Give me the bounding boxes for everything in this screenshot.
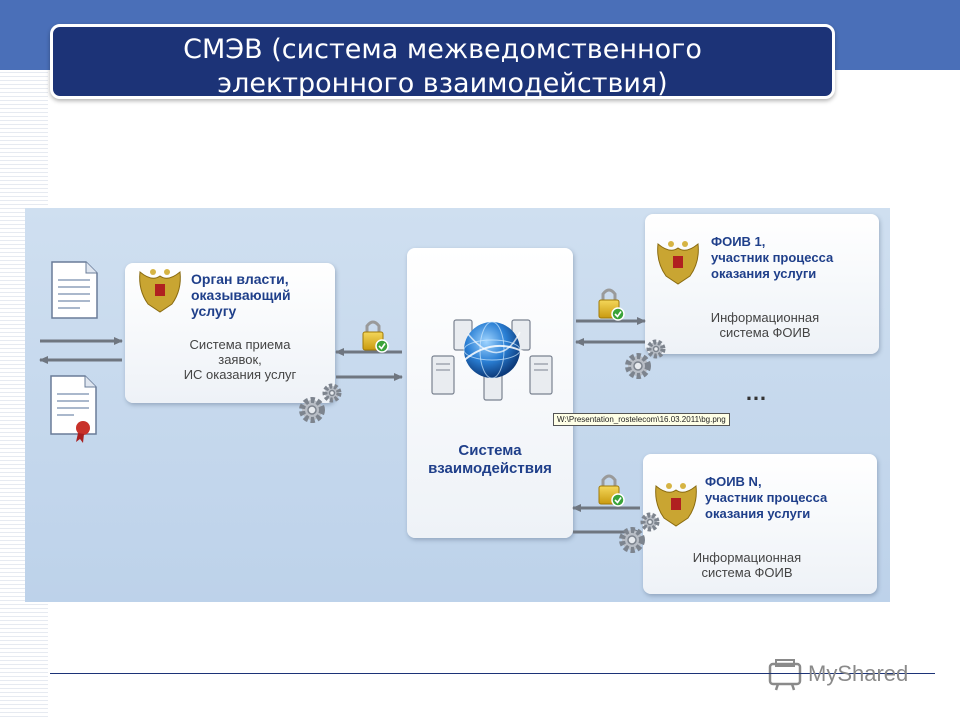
foivn-heading: ФОИВ N, участник процесса оказания услуг… [705,474,827,522]
foivn-body-line-2: система ФОИВ [701,565,793,580]
organ-body-line-2: заявок, [218,352,262,367]
title-banner: СМЭВ (система межведомственного электрон… [50,24,835,99]
foiv1-body-line-2: система ФОИВ [719,325,811,340]
slide-title: СМЭВ (система межведомственного электрон… [53,33,832,101]
foivn-heading-line-3: оказания услуги [705,506,811,521]
organ-body-line-1: Система приема [189,337,291,352]
center-label-line-1: Система [458,442,522,459]
organ-card: Орган власти, оказывающий услугу Система… [125,263,335,403]
organ-heading-line-1: Орган власти, [191,271,289,287]
foiv1-heading-line-2: участник процесса [711,250,834,265]
myshared-logo-icon [768,659,802,691]
footer-rule [50,673,935,674]
brand-name: MyShared [808,661,909,686]
slide-title-line-1: СМЭВ (система межведомственного [183,34,702,65]
center-label-line-2: взаимодействия [428,460,552,477]
slide-title-line-2: электронного взаимодействия) [217,68,668,99]
organ-heading-line-3: услугу [191,303,237,319]
more-foiv-ellipsis: … [745,380,767,405]
file-path-tooltip: W:\Presentation_rostelecom\16.03.2011\bg… [553,413,730,426]
foiv1-body-line-1: Информационная [710,310,820,325]
foiv1-heading: ФОИВ 1, участник процесса оказания услуг… [711,234,833,282]
foivn-card: ФОИВ N, участник процесса оказания услуг… [643,454,877,594]
organ-heading: Орган власти, оказывающий услугу [191,271,291,319]
foiv1-card: ФОИВ 1, участник процесса оказания услуг… [645,214,879,354]
foivn-heading-line-2: участник процесса [705,490,828,505]
foivn-body: Информационная система ФОИВ [657,550,837,580]
foiv1-body: Информационная система ФОИВ [675,310,855,340]
foivn-body-line-1: Информационная [692,550,802,565]
foivn-heading-line-1: ФОИВ N, [705,474,762,489]
center-card: Система взаимодействия [407,248,573,538]
center-label: Система взаимодействия [407,442,573,478]
foiv1-heading-line-1: ФОИВ 1, [711,234,766,249]
organ-body-line-3: ИС оказания услуг [183,367,297,382]
foiv1-heading-line-3: оказания услуги [711,266,817,281]
organ-heading-line-2: оказывающий [191,287,291,303]
organ-body: Система приема заявок, ИС оказания услуг [140,337,340,382]
